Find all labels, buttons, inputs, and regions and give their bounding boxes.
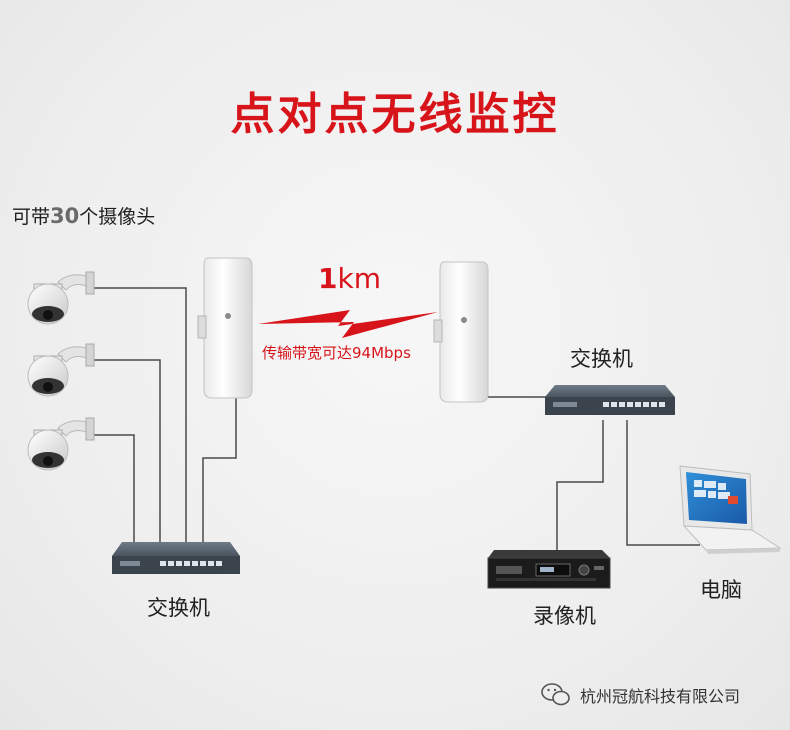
link-distance: 1km — [318, 262, 381, 295]
distance-unit: km — [337, 262, 381, 295]
diagram-title: 点对点无线监控 — [230, 89, 560, 140]
cable-switch-nvr — [556, 420, 604, 555]
cables-left — [90, 287, 237, 545]
wireless-link-bolt — [258, 310, 438, 338]
camera-note-prefix: 可带 — [12, 206, 51, 228]
cable-camera-1 — [90, 287, 187, 545]
label-nvr: 录像机 — [533, 604, 596, 628]
ptz-camera-icon — [27, 343, 95, 397]
ptz-camera-icon — [27, 417, 95, 471]
camera-count: 30 — [50, 204, 80, 228]
cable-camera-3 — [90, 434, 135, 545]
wechat-icon — [541, 683, 570, 706]
cable-camera-2 — [90, 359, 161, 545]
distance-value: 1 — [318, 262, 338, 295]
label-switch-right: 交换机 — [570, 347, 633, 371]
watermark: 杭州冠航科技有限公司 — [580, 687, 741, 706]
wireless-bridge-icon — [433, 261, 489, 403]
cable-bridge-left — [202, 392, 237, 545]
laptop-icon — [679, 465, 782, 554]
video-recorder-icon — [487, 550, 611, 589]
wireless-bridge-icon — [197, 257, 253, 399]
network-switch-icon — [112, 542, 240, 574]
camera-note-suffix: 个摄像头 — [79, 206, 156, 228]
ptz-camera-icon — [27, 271, 95, 325]
cables-right — [488, 396, 700, 555]
label-pc: 电脑 — [700, 578, 742, 602]
camera-capacity-note: 可带30个摄像头 — [12, 202, 155, 229]
network-switch-icon — [545, 385, 675, 415]
cable-switch-pc — [626, 420, 700, 546]
label-switch-left: 交换机 — [147, 596, 210, 620]
link-bandwidth: 传输带宽可达94Mbps — [262, 344, 411, 362]
